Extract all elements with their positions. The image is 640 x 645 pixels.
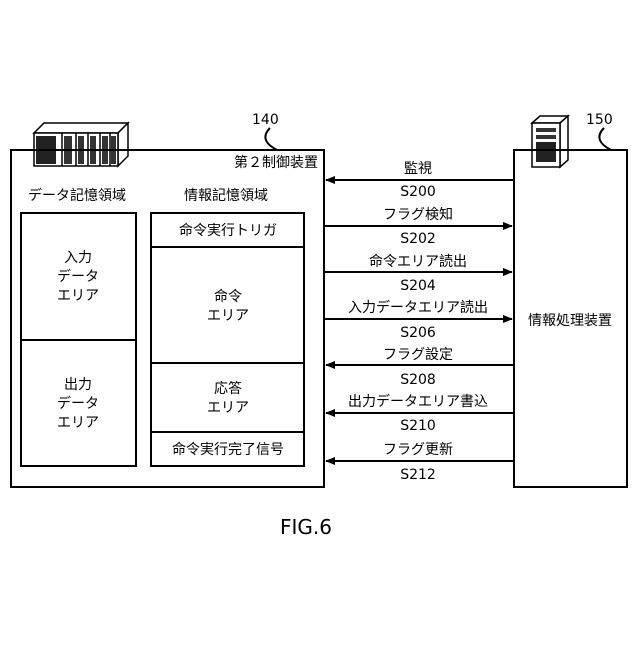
input-area-line3: エリア	[57, 288, 99, 304]
trigger-label: 命令実行トリガ	[179, 222, 277, 239]
step-label-s210: 出力データエリア書込	[348, 393, 488, 410]
response-area-line2: エリア	[207, 400, 249, 416]
info-storage-title: 情報記憶領域	[184, 187, 268, 204]
step-label-s206: 入力データエリア読出	[348, 299, 488, 316]
controller-ref-number: 140	[252, 112, 279, 128]
server-tower-icon	[532, 116, 568, 167]
step-id-s210: S210	[400, 418, 436, 434]
processor-leader-line	[599, 128, 611, 150]
processor-title: 情報処理装置	[528, 313, 612, 329]
done-signal-label: 命令実行完了信号	[172, 441, 284, 458]
output-area-line2: データ	[57, 395, 99, 412]
step-label-s202: フラグ検知	[383, 206, 453, 223]
output-area-line3: エリア	[57, 415, 99, 431]
controller-title: 第２制御装置	[234, 154, 318, 171]
info-storage-box	[151, 213, 304, 466]
data-storage-title: データ記憶領域	[28, 187, 126, 204]
step-label-s200: 監視	[404, 160, 432, 177]
step-id-s206: S206	[400, 325, 436, 341]
plc-device-icon	[34, 123, 128, 166]
figure-caption: FIG.6	[280, 515, 332, 539]
command-area-line2: エリア	[207, 308, 249, 324]
input-area-line1: 入力	[64, 250, 92, 266]
step-label-s208: フラグ設定	[383, 347, 453, 363]
input-area-line2: データ	[57, 268, 99, 285]
response-area-line1: 応答	[214, 380, 242, 397]
processor-ref-number: 150	[586, 112, 613, 128]
step-id-s208: S208	[400, 372, 436, 388]
output-area-line1: 出力	[64, 377, 92, 393]
command-area-line1: 命令	[214, 288, 242, 305]
step-label-s204: 命令エリア読出	[369, 253, 467, 270]
step-id-s212: S212	[400, 467, 436, 483]
step-id-s202: S202	[400, 231, 436, 247]
step-label-s212: フラグ更新	[383, 442, 453, 458]
controller-leader-line	[265, 128, 277, 150]
step-id-s200: S200	[400, 184, 436, 200]
step-id-s204: S204	[400, 278, 436, 294]
